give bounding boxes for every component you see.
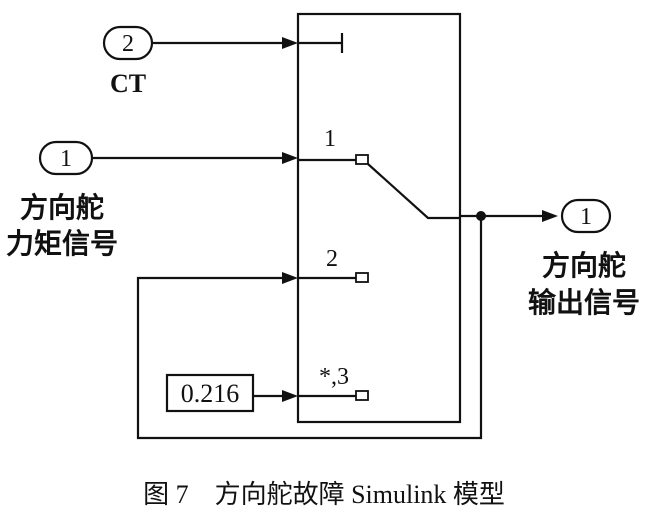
figure-caption: 图 7 方向舵故障 Simulink 模型 xyxy=(143,480,505,509)
inport-rudder-moment[interactable]: 1 xyxy=(38,140,94,176)
inport-rudder-moment-label-line2: 力矩信号 xyxy=(6,228,118,260)
rudder-moment-arrowhead xyxy=(282,152,298,164)
inport-rudder-moment-number: 1 xyxy=(60,146,72,172)
inport-ct-label: CT xyxy=(110,69,146,98)
outport-label-line2: 输出信号 xyxy=(528,286,640,319)
inport-ct[interactable]: 2 xyxy=(102,25,154,61)
outport-number: 1 xyxy=(580,204,592,230)
outport-label-line1: 方向舵 xyxy=(542,249,626,282)
output-arrowhead xyxy=(542,210,558,222)
switch-port-1-terminal xyxy=(355,154,369,165)
inport-ct-number: 2 xyxy=(122,31,134,57)
constant-arrowhead xyxy=(282,390,298,402)
switch-port-1-label: 1 xyxy=(324,126,336,152)
feedback-line xyxy=(136,216,483,440)
constant-value: 0.216 xyxy=(181,379,240,408)
constant-block[interactable]: 0.216 xyxy=(165,373,255,413)
switch-port-2-label: 2 xyxy=(326,246,338,272)
switch-blade xyxy=(367,163,460,220)
switch-port-3-terminal xyxy=(355,390,369,401)
feedback-arrowhead xyxy=(282,272,298,284)
inport-rudder-moment-label-line1: 方向舵 xyxy=(20,191,104,224)
outport-rudder-output[interactable]: 1 xyxy=(560,198,612,234)
switch-port-3-label: *,3 xyxy=(319,364,349,390)
ct-arrowhead xyxy=(282,37,298,49)
switch-port-2-terminal xyxy=(355,272,369,283)
